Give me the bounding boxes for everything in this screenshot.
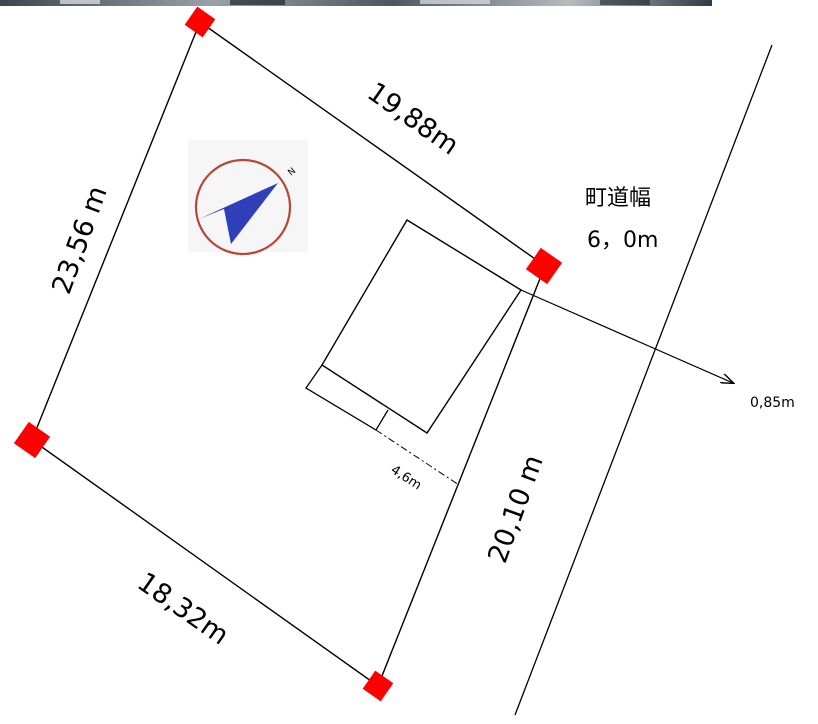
road-width-label: 6，0m — [587, 228, 658, 253]
lot-boundary — [31, 20, 546, 688]
building-footprint — [321, 219, 522, 434]
compass: N — [188, 140, 308, 256]
side-left-label: 23,56 m — [46, 182, 114, 298]
compass-arrow-icon — [199, 183, 278, 244]
road-setback-arrow — [520, 289, 733, 383]
building-extension — [305, 364, 389, 431]
road-name-label: 町道幅 — [585, 186, 651, 211]
setback-dimension-line — [375, 429, 460, 486]
side-right-label: 20,10 m — [482, 451, 550, 567]
boundary-marker-left — [13, 421, 51, 459]
setback-road-label: 0,85m — [750, 395, 795, 411]
boundary-markers — [13, 6, 563, 702]
compass-north-label: N — [287, 166, 299, 178]
road-edge-line — [514, 44, 773, 716]
boundary-marker-bottom — [362, 670, 394, 702]
boundary-marker-right — [525, 247, 563, 285]
side-bottom-label: 18,32m — [132, 567, 235, 652]
setback-side-label: 4,6m — [388, 463, 424, 494]
boundary-marker-top — [184, 6, 216, 38]
aerial-photo-strip — [0, 0, 712, 6]
side-top-label: 19,88m — [362, 77, 465, 162]
compass-ring — [194, 158, 292, 256]
